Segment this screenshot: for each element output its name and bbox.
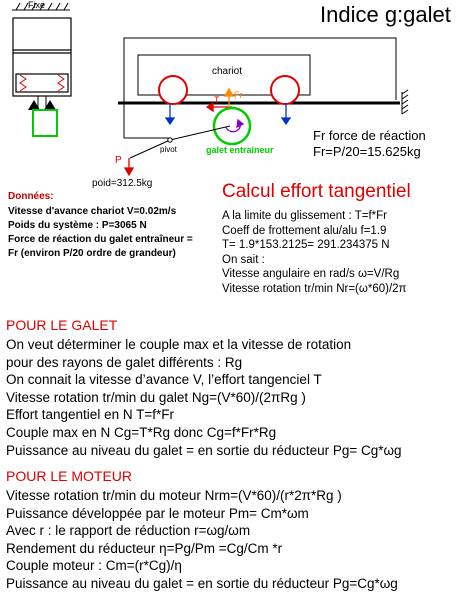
spring-left: [19, 74, 27, 92]
galet-line: On veut déterminer le couple max et la v…: [6, 337, 352, 352]
galet-line: pour des rayons de galet différents : Rg: [6, 354, 243, 370]
fixed-support-hatch: [12, 2, 70, 11]
mechanism-diagram: Fixe chariot: [12, 0, 409, 189]
page-title: Indice g:galet: [320, 2, 451, 27]
cylinder: [12, 17, 72, 97]
galet-heading: POUR LE GALET: [6, 317, 118, 333]
galet-line: Effort tangentiel en N T=f*Fr: [6, 407, 174, 423]
donnees-line: Force de réaction du galet entraîneur =: [8, 234, 193, 245]
galet-entraineur-wheel: [212, 106, 252, 146]
moteur-line: Vitesse rotation tr/min du moteur Nrm=(V…: [6, 488, 342, 503]
donnees-line: Vitesse d'avance chariot V=0.02m/s: [8, 206, 177, 217]
donnees-line: Poids du système : P=3065 N: [8, 220, 147, 231]
support-triangle-left: [28, 100, 40, 110]
chariot-wheel-right: [270, 75, 300, 105]
galet-line: Couple max en N Cg=T*Rg donc Cg=f*Fr*Rg: [6, 424, 277, 440]
rotation-arrow-icon: [225, 118, 245, 133]
t-label: T: [214, 95, 220, 105]
calcul-line: Vitesse angulaire en rad/s ω=V/Rg: [222, 268, 400, 280]
lever-arm: [129, 125, 231, 159]
blue-arrow-left: [164, 103, 176, 126]
fr-note: Fr force de réaction Fr=P/20=15.625kg: [313, 128, 426, 160]
moteur-heading: POUR LE MOTEUR: [6, 468, 133, 484]
galet-label: galet entraineur: [206, 145, 274, 155]
fixe-label: Fixe: [28, 0, 45, 10]
chariot-box: [137, 54, 311, 96]
galet-block: On veut déterminer le couple max et la v…: [6, 336, 402, 459]
chariot-label: chariot: [212, 66, 242, 77]
calcul-heading: Calcul effort tangentiel: [222, 181, 411, 202]
galet-line: On connait la vitesse d’avance V, l’effo…: [6, 372, 322, 388]
calcul-block: A la limite du glissement : T=f*Fr Coeff…: [222, 209, 406, 296]
moteur-line: Puissance au niveau du galet = en sortie…: [6, 575, 398, 591]
green-block: [32, 109, 58, 137]
moteur-line: Avec r : le rapport de réduction r=ωg/ωm: [6, 523, 251, 539]
calcul-line: Vitesse rotation tr/min Nr=(ω*60)/2π: [222, 282, 407, 295]
moteur-line: Puissance développée par le moteur Pm= C…: [6, 505, 309, 521]
galet-line: Puissance au niveau du galet = en sortie…: [6, 442, 402, 458]
chariot-wheel-left: [158, 75, 188, 105]
moteur-block: Vitesse rotation tr/min du moteur Nrm=(V…: [6, 487, 398, 593]
calcul-line: On sait :: [222, 253, 265, 266]
moteur-line: Couple moteur : Cm=(r*Cg)/η: [6, 558, 182, 574]
calcul-line: T= 1.9*153.2125= 291.234375 N: [222, 239, 390, 251]
donnees-heading: Données:: [8, 191, 54, 202]
galet-line: Vitesse rotation tr/min du galet Ng=(V*6…: [6, 389, 306, 405]
fr-note-line: Fr=P/20=15.625kg: [313, 144, 421, 159]
poid-label: poid=312.5kg: [92, 178, 152, 189]
pivot-label: pivot: [160, 145, 178, 154]
p-force-arrow: [123, 158, 135, 177]
donnees-block: Vitesse d'avance chariot V=0.02m/s Poids…: [8, 205, 193, 261]
support-frame: [123, 37, 397, 139]
moteur-line: Rendement du réducteur η=Pg/Pm =Cg/Cm *r: [6, 540, 283, 556]
calcul-line: A la limite du glissement : T=f*Fr: [222, 210, 388, 222]
spring-right: [57, 74, 65, 92]
p-label: P: [115, 155, 122, 166]
blue-arrow-right: [280, 103, 292, 126]
fr-note-line: Fr force de réaction: [313, 128, 426, 143]
calcul-line: Coeff de frottement alu/alu f=1.9: [222, 224, 387, 237]
piston-rod: [37, 96, 47, 108]
fr-label: Fr: [234, 90, 243, 100]
rail-wall-hatch: [401, 89, 409, 115]
pivot-point: [167, 137, 173, 143]
support-triangle-right: [44, 100, 56, 110]
donnees-line: Fr (environ P/20 ordre de grandeur): [8, 248, 176, 259]
